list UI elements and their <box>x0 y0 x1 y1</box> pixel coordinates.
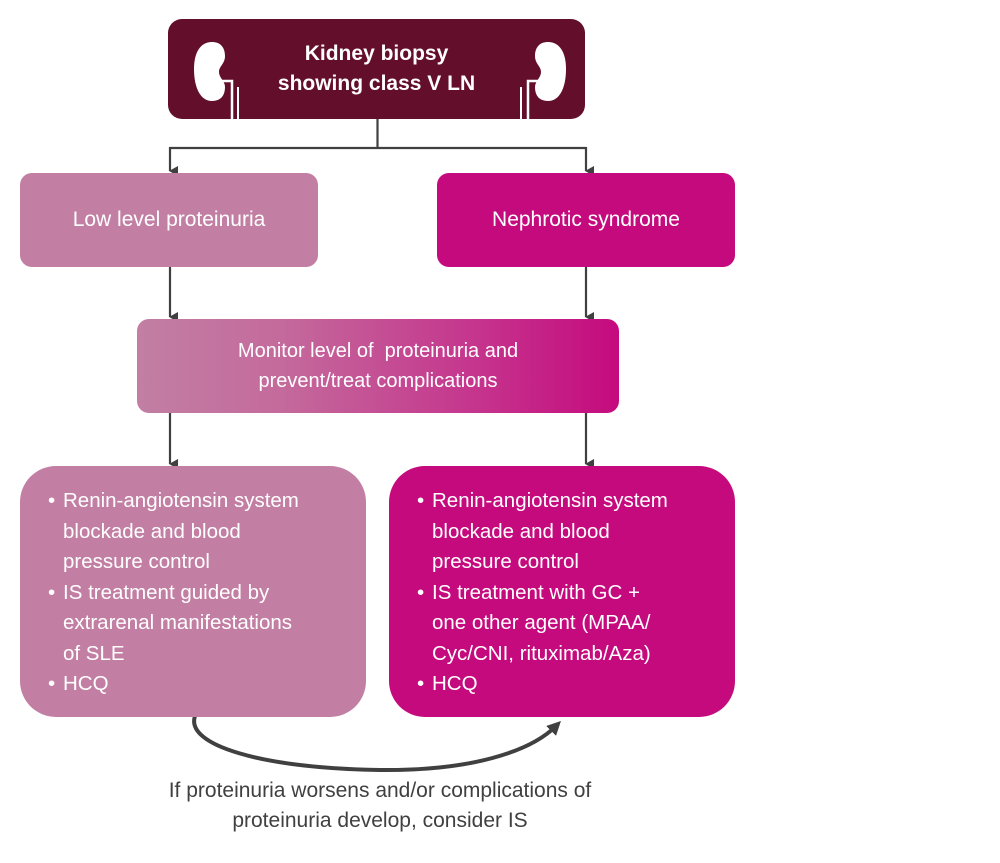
treatment-line: pressure control <box>63 550 210 573</box>
biopsy-title-line1: Kidney biopsy <box>304 42 449 65</box>
bullet: • <box>417 580 425 604</box>
treatment-line: Cyc/CNI, rituximab/Aza) <box>432 641 651 665</box>
escalation-caption-line1: If proteinuria worsens and/or complicati… <box>168 779 592 802</box>
biopsy-result-box: Kidney biopsy showing class V LN <box>168 19 585 119</box>
bullet: • <box>48 489 56 512</box>
treatment-item: • IS treatment guided by extrarenal mani… <box>48 578 354 670</box>
biopsy-title-line2: showing class V LN <box>277 72 476 95</box>
kidney-icon <box>194 42 239 119</box>
low-proteinuria-treatment-box: • Renin-angiotensin system blockade and … <box>20 466 366 717</box>
escalation-curved-arrow <box>192 715 561 773</box>
treatment-item: • HCQ <box>417 669 723 700</box>
low-level-proteinuria-label: Low level proteinuria <box>72 208 266 231</box>
treatment-line: HCQ <box>63 672 109 695</box>
kidney-icon <box>520 42 566 119</box>
treatment-line: HCQ <box>432 672 478 695</box>
escalation-caption-line2: proteinuria develop, consider IS <box>232 809 528 832</box>
treatment-line: IS treatment guided by <box>63 580 270 604</box>
nephrotic-syndrome-label: Nephrotic syndrome <box>492 208 680 231</box>
bullet: • <box>417 672 425 695</box>
monitor-proteinuria-box: Monitor level of proteinuria and prevent… <box>137 319 619 413</box>
nephrotic-syndrome-box: Nephrotic syndrome <box>437 173 735 267</box>
nephrotic-treatment-list: • Renin-angiotensin system blockade and … <box>417 486 723 700</box>
treatment-line: Renin-angiotensin system <box>432 489 668 512</box>
bullet: • <box>48 580 56 604</box>
treatment-item: • HCQ <box>48 669 354 700</box>
treatment-line: pressure control <box>432 550 579 573</box>
monitor-line2: prevent/treat complications <box>258 370 498 392</box>
treatment-item: • Renin-angiotensin system blockade and … <box>48 486 354 578</box>
treatment-line: blockade and blood <box>63 519 241 543</box>
treatment-line: of SLE <box>63 641 125 665</box>
treatment-line: extrarenal manifestations <box>63 611 293 634</box>
treatment-item: • IS treatment with GC + one other agent… <box>417 578 723 670</box>
bullet: • <box>48 672 56 695</box>
nephrotic-treatment-box: • Renin-angiotensin system blockade and … <box>389 466 735 717</box>
low-proteinuria-treatment-list: • Renin-angiotensin system blockade and … <box>48 486 354 700</box>
treatment-line: IS treatment with GC + <box>432 580 640 604</box>
low-level-proteinuria-box: Low level proteinuria <box>20 173 318 267</box>
escalation-caption: If proteinuria worsens and/or complicati… <box>120 776 640 836</box>
monitor-line1: Monitor level of proteinuria and <box>237 340 519 362</box>
treatment-line: Renin-angiotensin system <box>63 489 299 512</box>
bullet: • <box>417 489 425 512</box>
treatment-item: • Renin-angiotensin system blockade and … <box>417 486 723 578</box>
treatment-line: blockade and blood <box>432 519 610 543</box>
treatment-line: one other agent (MPAA/ <box>432 611 651 634</box>
biopsy-result-title: Kidney biopsy showing class V LN <box>257 39 497 99</box>
